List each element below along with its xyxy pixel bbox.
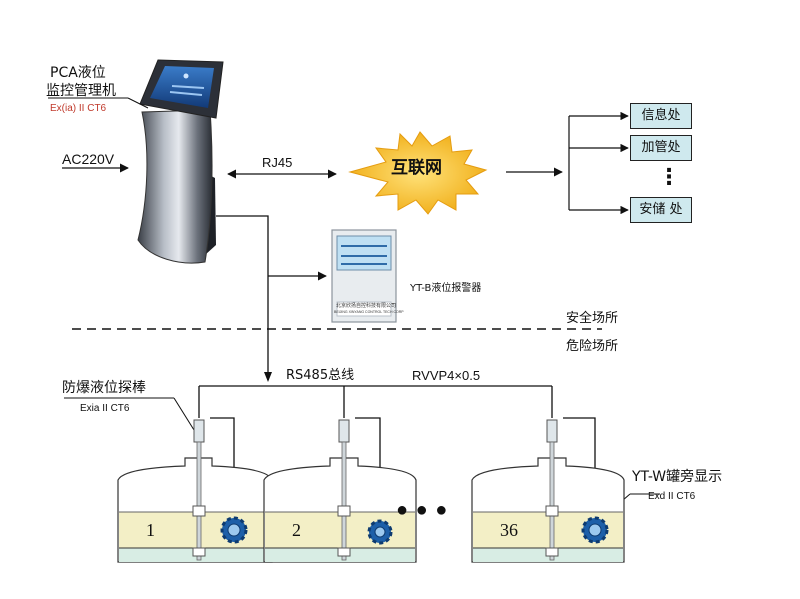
bus-cable: RVVP4×0.5 [412, 368, 481, 383]
alarm-panel-text: 北京欣扬自控科技有限公司 [336, 303, 397, 309]
internet-burst [348, 131, 488, 215]
gear-display-36 [581, 516, 609, 544]
rj45-label: RJ45 [262, 155, 293, 170]
title-cert: Ex(ia) II CT6 [50, 103, 107, 114]
department-bracket [568, 111, 629, 215]
tank-36-number: 36 [500, 520, 518, 540]
dept-security: 安储 处 [630, 197, 692, 223]
display-cert: Exd II CT6 [648, 491, 696, 502]
title-line1: PCA液位 [50, 65, 106, 81]
display-label: YT-W罐旁显示 [632, 469, 723, 485]
alarm-device [331, 229, 397, 323]
backbone-line [216, 215, 327, 380]
internet-label: 互联网 [391, 158, 442, 178]
tank-2-number: 2 [292, 520, 301, 540]
tank-2 [263, 419, 417, 563]
zone-danger: 危险场所 [566, 339, 619, 354]
tank-1 [117, 419, 273, 563]
kiosk-device [137, 59, 224, 264]
probe-label: 防爆液位探棒 [62, 380, 146, 396]
dept-ellipsis: ⋮ [658, 164, 680, 189]
gear-display-2 [367, 519, 393, 545]
probe-cert: Exia II CT6 [80, 403, 130, 414]
tank-36 [471, 419, 625, 563]
title-line2: 监控管理机 [46, 83, 116, 99]
gear-display-1 [220, 516, 248, 544]
alarm-panel-text-en: BEIJING XINYANG CONTROL TECH CORP [334, 310, 404, 314]
tank-ellipsis: ● ● ● [396, 499, 449, 521]
bus-name: RS485总线 [286, 368, 355, 383]
dept-admin: 加管处 [630, 135, 692, 161]
dept-info: 信息处 [630, 103, 692, 129]
zone-safe: 安全场所 [566, 311, 619, 326]
alarm-label: YT-B液位报警器 [410, 283, 482, 294]
power-label: AC220V [62, 151, 115, 167]
tank-1-number: 1 [146, 520, 155, 540]
